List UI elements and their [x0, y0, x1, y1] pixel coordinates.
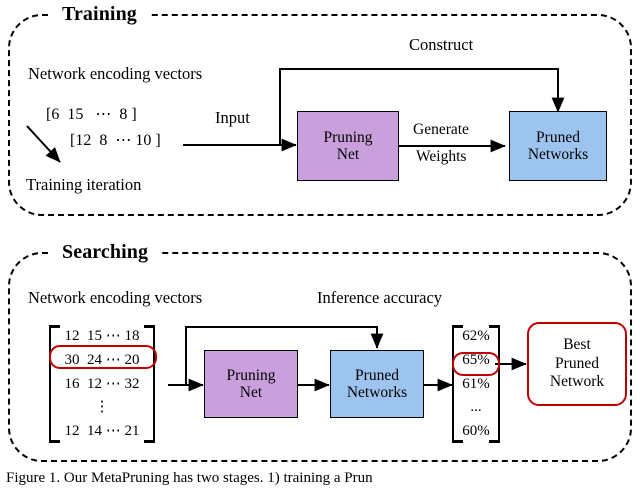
training-pruning-net-line1: Pruning: [323, 128, 373, 146]
best-pruned-network-line3: Network: [549, 373, 605, 391]
inference-accuracy-label: Inference accuracy: [317, 288, 443, 307]
searching-pruned-networks-line1: Pruned: [355, 366, 399, 384]
training-pruning-net-line2: Net: [336, 146, 360, 163]
accuracy-item: 62%: [462, 328, 490, 344]
matrix-row: 12 15 ⋯ 18: [64, 328, 140, 344]
best-pruned-network-line2: Pruned: [555, 354, 599, 372]
matrix-row: 16 12 ⋯ 32: [64, 375, 140, 392]
searching-pruned-networks-line2: Networks: [346, 384, 408, 401]
selected-encoding-vector-highlight: [49, 345, 157, 369]
input-label: Input: [215, 108, 250, 127]
accuracy-item: 60%: [462, 423, 490, 439]
best-pruned-network-box[interactable]: Best Pruned Network: [527, 322, 627, 406]
figure-caption: Figure 1. Our MetaPruning has two stages…: [6, 470, 373, 486]
training-vector-2: [12 8 ⋯ 10 ]: [70, 132, 161, 149]
searching-pruning-net-box[interactable]: Pruning Net: [204, 350, 298, 418]
searching-pruned-networks-box[interactable]: Pruned Networks: [330, 350, 424, 418]
searching-encoding-vectors-label: Network encoding vectors: [28, 288, 203, 307]
best-pruned-network-line1: Best: [563, 336, 591, 354]
searching-pruning-net-line2: Net: [239, 384, 263, 401]
training-panel-title: Training: [50, 4, 149, 24]
training-pruning-net-box[interactable]: Pruning Net: [297, 111, 399, 181]
matrix-row-ellipsis: ⋮: [94, 399, 110, 416]
matrix-row: 12 14 ⋯ 21: [64, 423, 140, 439]
searching-pruning-net-line1: Pruning: [226, 366, 276, 384]
training-vector-1: [6 15 ⋯ 8 ]: [46, 106, 137, 123]
generate-label: Generate: [413, 121, 469, 138]
searching-panel: [8, 252, 632, 462]
selected-accuracy-highlight: [452, 352, 500, 376]
accuracy-item: 61%: [462, 375, 490, 392]
construct-arrow: [279, 68, 565, 145]
accuracy-item-ellipsis: ...: [470, 399, 482, 416]
encoding-vector-matrix: 12 15 ⋯ 18 30 24 ⋯ 20 16 12 ⋯ 32 ⋮ 12 14…: [49, 325, 155, 443]
accuracy-item-highlighted[interactable]: 65%: [462, 351, 490, 368]
training-pruned-networks-line1: Pruned: [536, 128, 580, 146]
weights-label: Weights: [416, 148, 467, 165]
training-iteration-arrow: [26, 125, 61, 163]
construct-label: Construct: [409, 35, 474, 54]
training-encoding-vectors-label: Network encoding vectors: [28, 64, 203, 83]
matrix-row-highlighted[interactable]: 30 24 ⋯ 20: [64, 351, 140, 368]
training-panel: [8, 14, 632, 216]
training-pruned-networks-line2: Networks: [527, 146, 589, 163]
inference-accuracy-list: 62% 65% 61% ... 60%: [452, 325, 500, 443]
inference-accuracy-arrow: [185, 326, 384, 385]
searching-panel-title: Searching: [50, 242, 161, 262]
training-iteration-label: Training iteration: [26, 175, 142, 194]
training-pruned-networks-box[interactable]: Pruned Networks: [509, 111, 607, 181]
